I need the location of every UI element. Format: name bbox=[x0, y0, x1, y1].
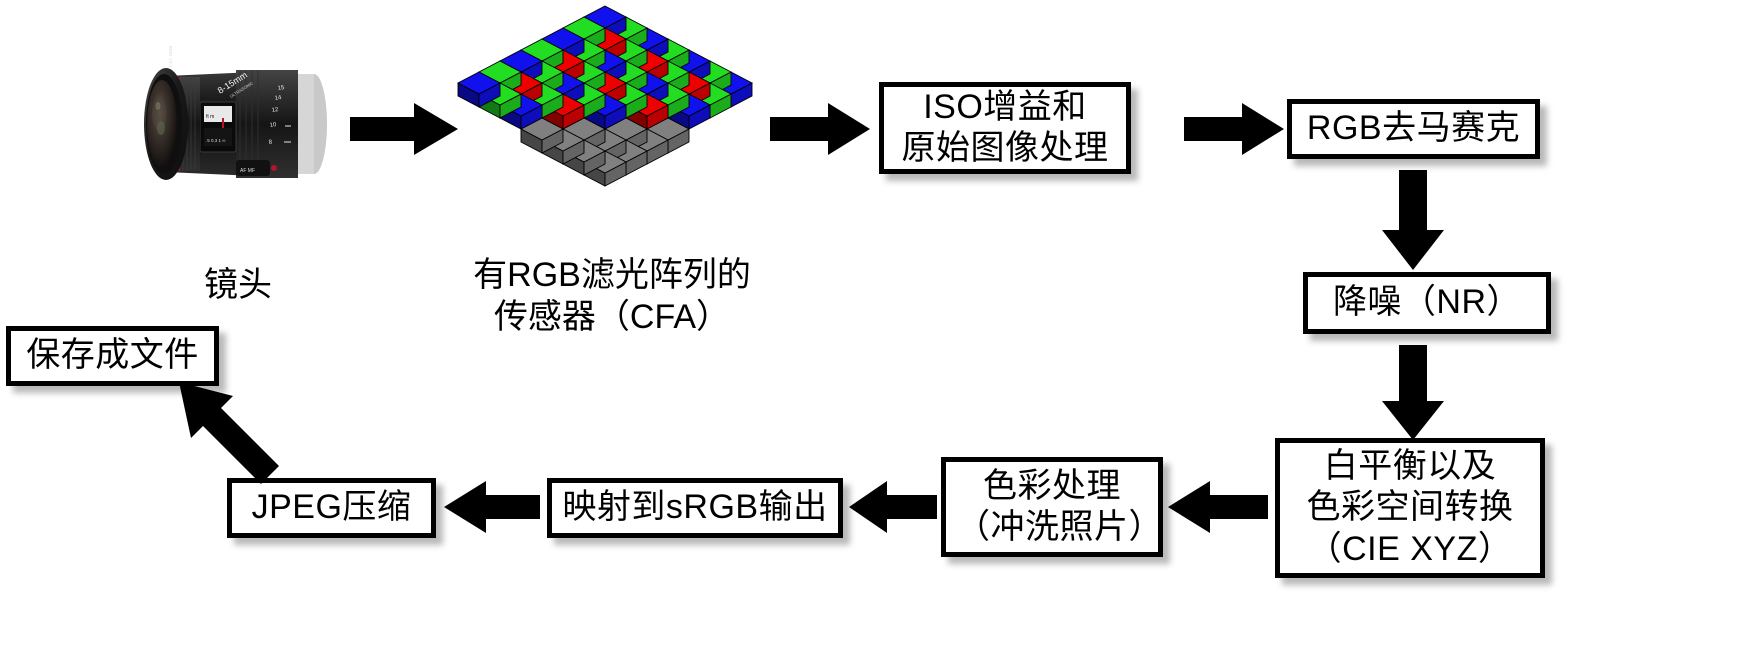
box-jpeg-compress-label: JPEG压缩 bbox=[251, 488, 412, 527]
svg-text:15: 15 bbox=[277, 85, 285, 92]
box-jpeg-compress[interactable]: JPEG压缩 bbox=[227, 478, 436, 538]
box-srgb-output[interactable]: 映射到sRGB输出 bbox=[547, 478, 843, 538]
box-noise-reduction-label: 降噪（NR） bbox=[1332, 283, 1522, 322]
arrow-lens-to-sensor bbox=[350, 103, 458, 155]
box-white-balance[interactable]: 白平衡以及 色彩空间转换 （CIE XYZ） bbox=[1275, 438, 1545, 578]
svg-text:12: 12 bbox=[271, 107, 279, 114]
arrow-jpeg-to-save bbox=[175, 378, 285, 488]
arrow-iso-to-demosaic bbox=[1184, 103, 1284, 155]
camera-lens-image: 15 14 12 10 8 8-15mm ULTRASONIC ft m .5 … bbox=[128, 32, 343, 207]
svg-text:.5 0.3 1 ∞: .5 0.3 1 ∞ bbox=[206, 138, 225, 143]
svg-text:8: 8 bbox=[268, 139, 273, 146]
box-rgb-demosaic-label: RGB去马赛克 bbox=[1306, 109, 1521, 148]
svg-text:AF MF: AF MF bbox=[240, 168, 255, 174]
lens-caption: 镜头 bbox=[148, 222, 328, 306]
box-white-balance-label: 白平衡以及 色彩空间转换 （CIE XYZ） bbox=[1306, 446, 1514, 568]
arrow-nr-to-white-balance bbox=[1382, 345, 1444, 440]
box-color-process-label: 色彩处理 （冲洗照片） bbox=[956, 466, 1163, 546]
arrow-color-to-srgb bbox=[849, 481, 937, 533]
arrow-demosaic-to-nr bbox=[1382, 170, 1444, 270]
box-iso-gain[interactable]: ISO增益和 原始图像处理 bbox=[879, 82, 1131, 174]
bayer-cfa-sensor-image bbox=[455, 2, 765, 207]
svg-text:10: 10 bbox=[269, 122, 277, 129]
arrow-white-balance-to-color bbox=[1168, 481, 1268, 533]
svg-text:14: 14 bbox=[274, 95, 282, 102]
box-rgb-demosaic[interactable]: RGB去马赛克 bbox=[1287, 99, 1540, 159]
svg-text:ft m: ft m bbox=[206, 114, 214, 120]
sensor-caption: 有RGB滤光阵列的 传感器（CFA） bbox=[452, 212, 772, 338]
arrow-srgb-to-jpeg bbox=[444, 481, 540, 533]
arrow-sensor-to-iso bbox=[770, 103, 870, 155]
lens-caption-text: 镜头 bbox=[204, 266, 272, 305]
box-noise-reduction[interactable]: 降噪（NR） bbox=[1303, 272, 1551, 334]
sensor-caption-text: 有RGB滤光阵列的 传感器（CFA） bbox=[473, 256, 751, 337]
box-color-process[interactable]: 色彩处理 （冲洗照片） bbox=[941, 457, 1163, 557]
box-save-file-label: 保存成文件 bbox=[26, 336, 199, 375]
box-save-file[interactable]: 保存成文件 bbox=[6, 326, 219, 386]
box-iso-gain-label: ISO增益和 原始图像处理 bbox=[901, 87, 1109, 167]
box-srgb-output-label: 映射到sRGB输出 bbox=[562, 488, 828, 527]
